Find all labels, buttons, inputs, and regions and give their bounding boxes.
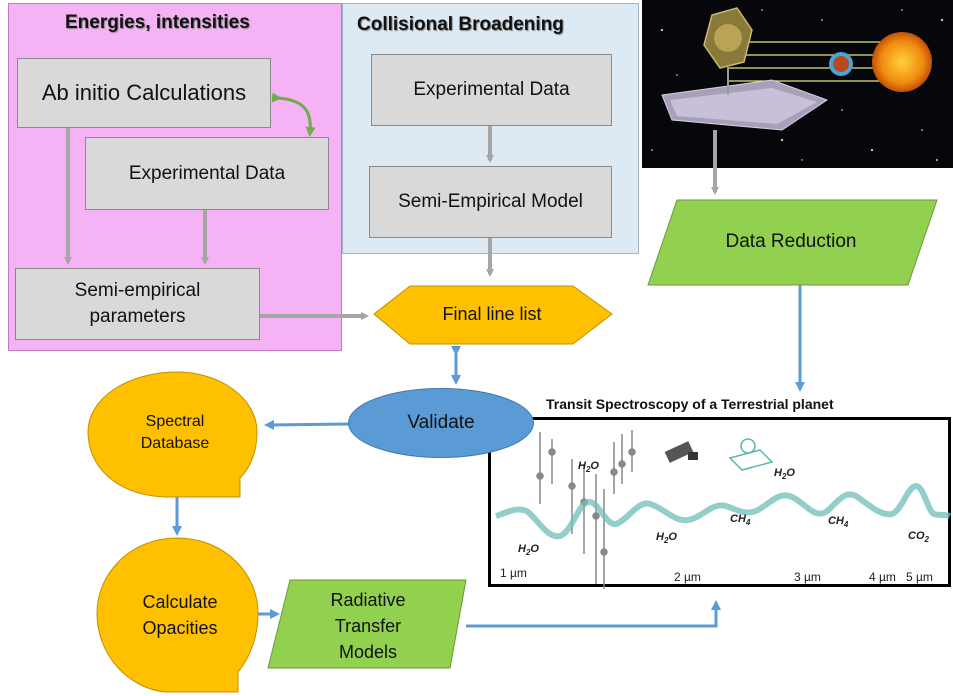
label-ch4-1: CH4 [730, 513, 751, 527]
calculate-opacities-line1: Calculate [142, 592, 218, 612]
observation-points [536, 430, 636, 589]
spectrum-line [495, 482, 952, 540]
semi-empirical-model-label: Semi-Empirical Model [398, 191, 583, 212]
validate-node: Validate [348, 388, 534, 458]
experimental-data-left-box: Experimental Data [85, 137, 329, 210]
collisional-broadening-title: Collisional Broadening [357, 14, 564, 35]
sun-icon [872, 32, 932, 92]
spectral-database-line1: Spectral [145, 413, 205, 430]
final-line-list-label: Final line list [442, 303, 542, 324]
tick-4um: 4 µm [869, 570, 896, 584]
label-h2o-4: H2O [774, 467, 795, 481]
data-reduction-shape [647, 199, 938, 286]
telescope-image [642, 0, 953, 168]
spectral-database-shape [87, 371, 258, 498]
telescope-image-icon [651, 7, 943, 161]
label-co2: CO2 [908, 530, 930, 544]
arrow-rt-to-spectrum [466, 600, 721, 628]
radiative-transfer-shape [267, 579, 467, 669]
experimental-data-right-label: Experimental Data [413, 79, 570, 100]
label-h2o-2: H2O [518, 543, 539, 557]
tick-2um: 2 µm [674, 570, 701, 584]
rt-line2: Transfer [334, 616, 402, 636]
tick-1um: 1 µm [500, 566, 527, 580]
spectrum-title: Transit Spectroscopy of a Terrestrial pl… [546, 396, 834, 412]
ab-initio-label: Ab initio Calculations [41, 80, 247, 105]
semi-empirical-parameters-line1: Semi-empirical [74, 280, 201, 301]
spectral-database-node: Spectral Database [100, 398, 250, 468]
spectrum-plot-frame [488, 417, 951, 587]
final-line-list-node: Final line list [404, 298, 580, 330]
spectrum-figure: Transit Spectroscopy of a Terrestrial pl… [488, 394, 953, 594]
planet-icon [833, 56, 849, 72]
validate-label: Validate [407, 412, 475, 433]
spectral-database-line2: Database [140, 435, 210, 452]
final-line-list-shape [373, 285, 613, 345]
small-telescope-icon [664, 441, 698, 463]
tick-5um: 5 µm [906, 570, 933, 584]
radiative-transfer-node: Radiative Transfer Models [290, 584, 446, 668]
label-h2o-1: H2O [578, 460, 599, 474]
semi-empirical-parameters-line2: parameters [89, 306, 186, 327]
spectrum-plot: H2O H2O H2O CH4 H2O CH4 CO2 1 µm 2 µm 3 … [495, 430, 952, 589]
label-h2o-3: H2O [656, 531, 677, 545]
arrow-validate-to-database [264, 419, 351, 430]
calculate-opacities-line2: Opacities [142, 618, 218, 638]
experimental-data-left-label: Experimental Data [128, 162, 286, 184]
semi-empirical-parameters-box: Semi-empirical parameters [15, 268, 260, 340]
calculate-opacities-shape [96, 537, 259, 693]
calculate-opacities-node: Calculate Opacities [105, 580, 255, 650]
arrow-ab-initio-exp-exchange [271, 92, 316, 137]
experimental-data-right-box: Experimental Data [371, 54, 612, 126]
small-jwst-icon [728, 438, 774, 471]
label-ch4-2: CH4 [828, 515, 849, 529]
tick-3um: 3 µm [794, 570, 821, 584]
energies-intensities-title: Energies, intensities [65, 12, 250, 33]
data-reduction-node: Data Reduction [660, 220, 922, 264]
semi-empirical-model-box: Semi-Empirical Model [369, 166, 612, 238]
ab-initio-calculations-box: Ab initio Calculations [17, 58, 271, 128]
rt-line3: Models [338, 642, 398, 662]
data-reduction-label: Data Reduction [725, 231, 857, 252]
rt-line1: Radiative [330, 590, 406, 610]
